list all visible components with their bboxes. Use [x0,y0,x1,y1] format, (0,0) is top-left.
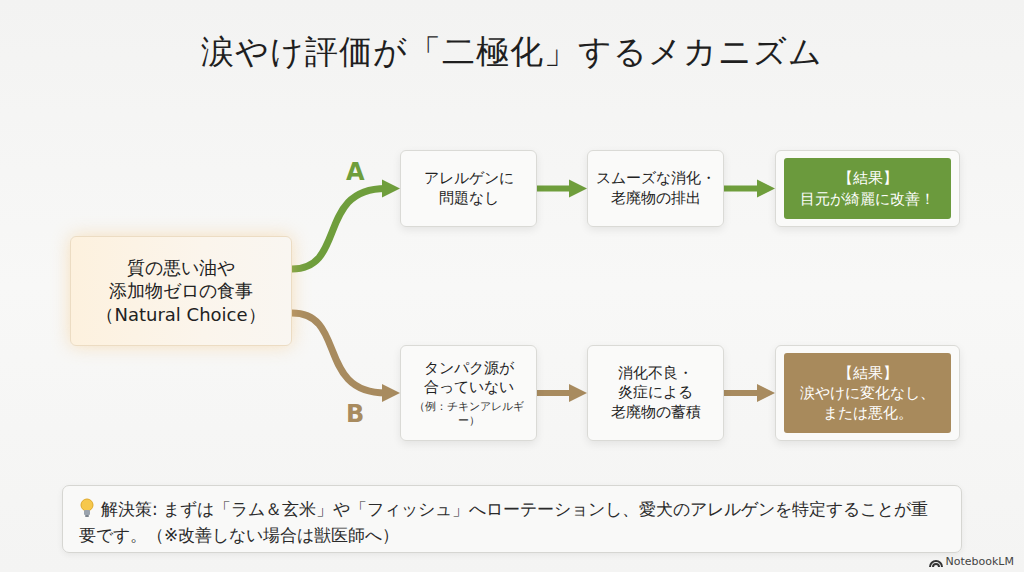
flow-arrow [537,390,573,396]
flow-arrow [724,186,761,192]
node-subtext: （例：チキンアレルギー） [405,400,532,428]
process-box: 消化不良・ 炎症による 老廃物の蓄積 [587,345,724,441]
node-text: 【結果】 [838,363,898,383]
flow-arrow [292,313,386,393]
result-box: 【結果】目元が綺麗に改善！ [775,150,960,227]
bulb-icon [79,498,95,518]
node-text: 【結果】 [838,168,898,188]
node-text: 質の悪い油や 添加物ゼロの食事 （Natural Choice） [71,256,291,326]
solution-box: 解決策: まずは「ラム＆玄米」や「フィッシュ」へローテーションし、愛犬のアレルゲ… [62,485,962,553]
node-subtext: 涙やけに変化なし、 または悪化。 [784,383,951,424]
flow-arrow [292,189,386,270]
watermark: NotebookLM [929,555,1014,568]
result-fill: 【結果】目元が綺麗に改善！ [784,158,951,219]
result-box: 【結果】涙やけに変化なし、 または悪化。 [775,345,960,441]
process-box: スムーズな消化・ 老廃物の排出 [587,150,724,227]
node-text: 消化不良・ 炎症による 老廃物の蓄積 [592,364,719,423]
diagram-title: 涙やけ評価が「二極化」するメカニズム [0,30,1024,75]
result-fill: 【結果】涙やけに変化なし、 または悪化。 [784,353,951,433]
start-box: 質の悪い油や 添加物ゼロの食事 （Natural Choice） [70,236,292,346]
watermark-text: NotebookLM [946,555,1014,568]
node-text: スムーズな消化・ 老廃物の排出 [592,169,719,208]
logo-icon [929,556,943,568]
node-text: 解決策: まずは「ラム＆玄米」や「フィッシュ」へローテーションし、愛犬のアレルゲ… [79,499,928,545]
node-text: アレルゲンに 問題なし [405,169,532,208]
node-subtext: 目元が綺麗に改善！ [800,189,935,209]
process-box: タンパク源が 合っていない（例：チキンアレルギー） [400,345,537,441]
flow-arrow [724,390,761,396]
branch-letter: B [346,400,364,428]
process-box: アレルゲンに 問題なし [400,150,537,227]
flow-arrow [537,186,573,192]
node-text: タンパク源が 合っていない [405,359,532,398]
branch-letter: A [346,158,365,186]
